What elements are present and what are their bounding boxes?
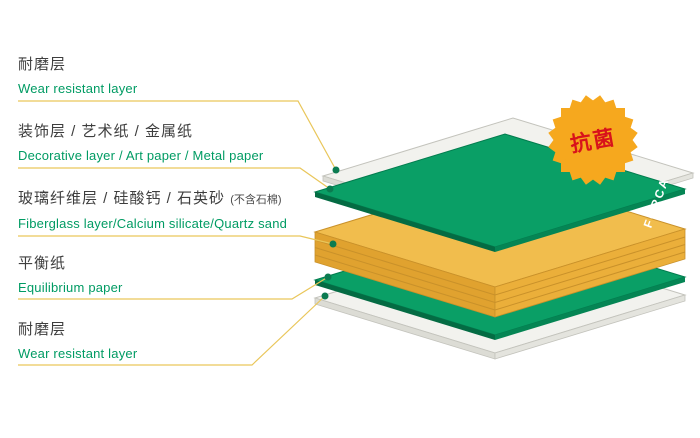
- leader-line-core: [18, 235, 334, 245]
- label-wear-resistant-bottom: 耐磨层 Wear resistant layer: [18, 320, 137, 362]
- label-zh: 耐磨层: [18, 321, 67, 338]
- label-zh-main: 玻璃纤维层 / 硅酸钙 / 石英砂: [18, 190, 226, 207]
- label-en: Wear resistant layer: [18, 346, 138, 361]
- leader-dot-core: [329, 240, 337, 248]
- label-en: Wear resistant layer: [18, 81, 138, 96]
- decorative-right-edge: [495, 189, 685, 252]
- label-zh-note: (不含石棉): [230, 194, 282, 206]
- label-en: Equilibrium paper: [18, 280, 123, 295]
- leader-dot-decorative: [326, 185, 334, 193]
- leader-lines: [18, 100, 337, 366]
- leader-dot-wear-top: [332, 166, 340, 174]
- leader-dot-wear-bottom: [321, 292, 329, 300]
- label-zh: 玻璃纤维层 / 硅酸钙 / 石英砂 (不含石棉): [18, 189, 287, 210]
- core-sheet-line-2: [314, 244, 686, 304]
- label-equilibrium: 平衡纸 Equilibrium paper: [18, 254, 123, 296]
- label-decorative: 装饰层 / 艺术纸 / 金属纸 Decorative layer / Art p…: [18, 122, 263, 164]
- antibacterial-badge-label: 抗菌: [568, 126, 618, 157]
- core-sheet-line-1: [314, 236, 686, 296]
- leader-dots: [321, 166, 340, 300]
- label-fiberglass-core: 玻璃纤维层 / 硅酸钙 / 石英砂 (不含石棉) Fiberglass laye…: [18, 189, 287, 232]
- leader-line-decorative: [18, 167, 331, 190]
- wear-bottom-right-edge: [494, 294, 686, 360]
- label-zh: 装饰层 / 艺术纸 / 金属纸: [18, 123, 194, 140]
- leader-line-wear-top: [18, 100, 337, 171]
- antibacterial-badge: 抗菌: [545, 92, 641, 188]
- equilibrium-left-edge: [315, 280, 495, 340]
- leader-line-equilibrium: [18, 276, 329, 300]
- label-en: Fiberglass layer/Calcium silicate/Quartz…: [18, 216, 288, 231]
- core-sheet-line-3: [314, 251, 686, 311]
- leader-line-wear-bottom: [18, 295, 326, 366]
- label-zh: 耐磨层: [18, 56, 67, 73]
- decorative-left-edge: [315, 192, 495, 252]
- leader-dot-equilibrium: [324, 273, 332, 281]
- label-wear-resistant-top: 耐磨层 Wear resistant layer: [18, 55, 137, 97]
- label-en: Decorative layer / Art paper / Metal pap…: [18, 148, 264, 163]
- equilibrium-right-edge: [495, 277, 685, 340]
- label-zh: 平衡纸: [18, 255, 67, 272]
